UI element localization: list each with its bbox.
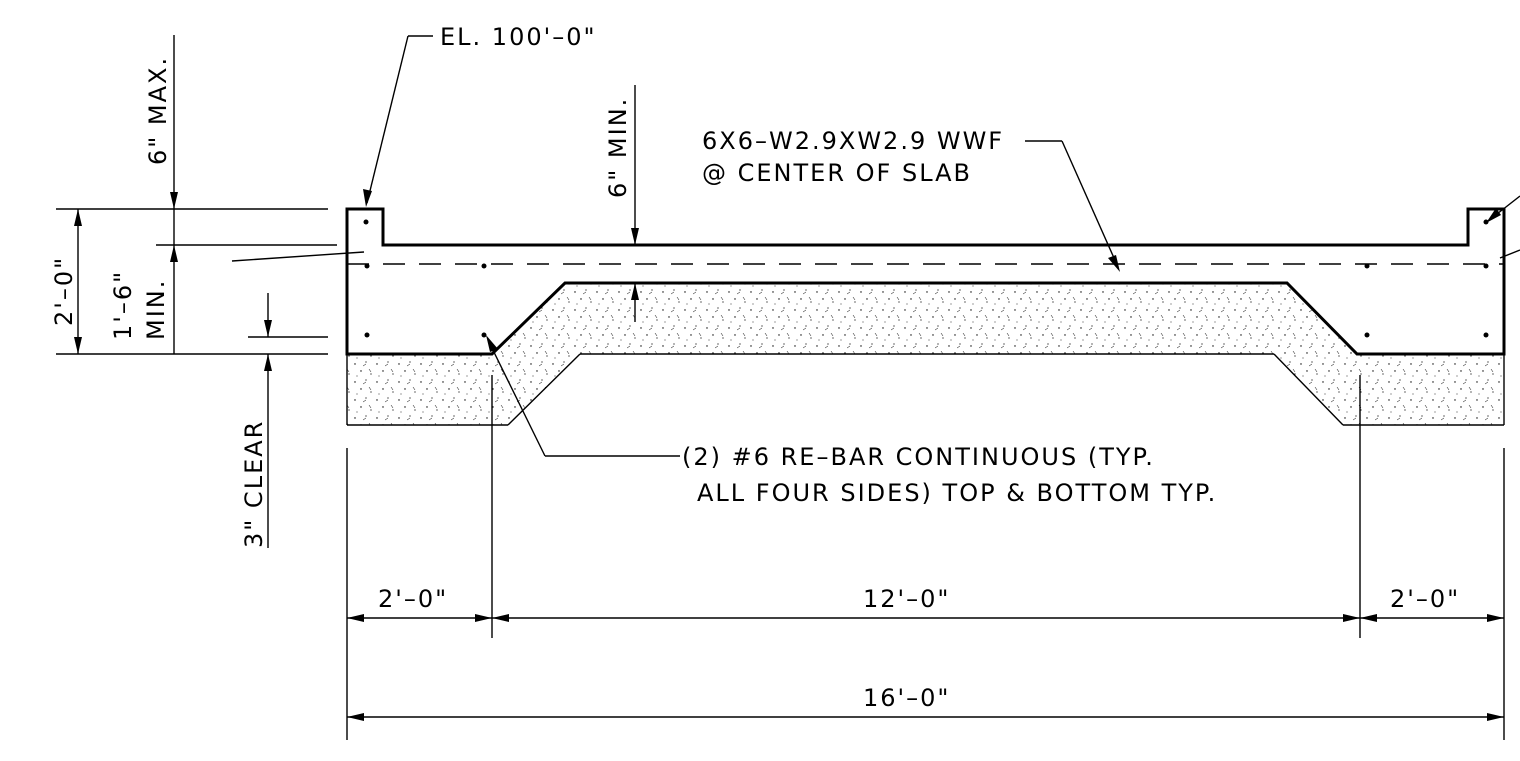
wwf-label-line1: 6X6–W2.9XW2.9 WWF	[702, 127, 1004, 155]
dim-center-label: 12'–0"	[863, 585, 950, 613]
elevation-leader	[363, 35, 433, 207]
dim-overall-label: 16'–0"	[863, 684, 950, 712]
right-leaders	[1486, 195, 1520, 259]
six-min-label: 6" MIN.	[604, 97, 632, 198]
horizontal-dimensions	[347, 614, 1504, 721]
rebar-leader	[486, 335, 680, 457]
elevation-label: EL. 100'–0"	[440, 23, 597, 51]
gravel-slope-right	[1273, 353, 1344, 426]
min-label: MIN.	[142, 279, 170, 340]
one-six-label: 1'–6"	[109, 270, 137, 340]
six-max-label: 6" MAX.	[144, 56, 172, 165]
gravel-slope-left	[507, 353, 581, 426]
wwf-leader	[1025, 140, 1120, 272]
rebar-label-line1: (2) #6 RE–BAR CONTINUOUS (TYP.	[682, 443, 1155, 471]
rebar-dots	[363, 219, 1489, 338]
rebar-label-line2: ALL FOUR SIDES) TOP & BOTTOM TYP.	[697, 479, 1217, 507]
extension-lines	[346, 375, 1505, 740]
dim-left-label: 2'–0"	[378, 585, 448, 613]
dim-right-label: 2'–0"	[1390, 585, 1460, 613]
left-dimensions	[56, 35, 365, 548]
six-min-dimension	[631, 85, 639, 322]
three-clear-label: 3" CLEAR	[240, 420, 268, 548]
wwf-label-line2: @ CENTER OF SLAB	[702, 159, 972, 187]
two-ft-vertical-label: 2'–0"	[50, 256, 78, 326]
